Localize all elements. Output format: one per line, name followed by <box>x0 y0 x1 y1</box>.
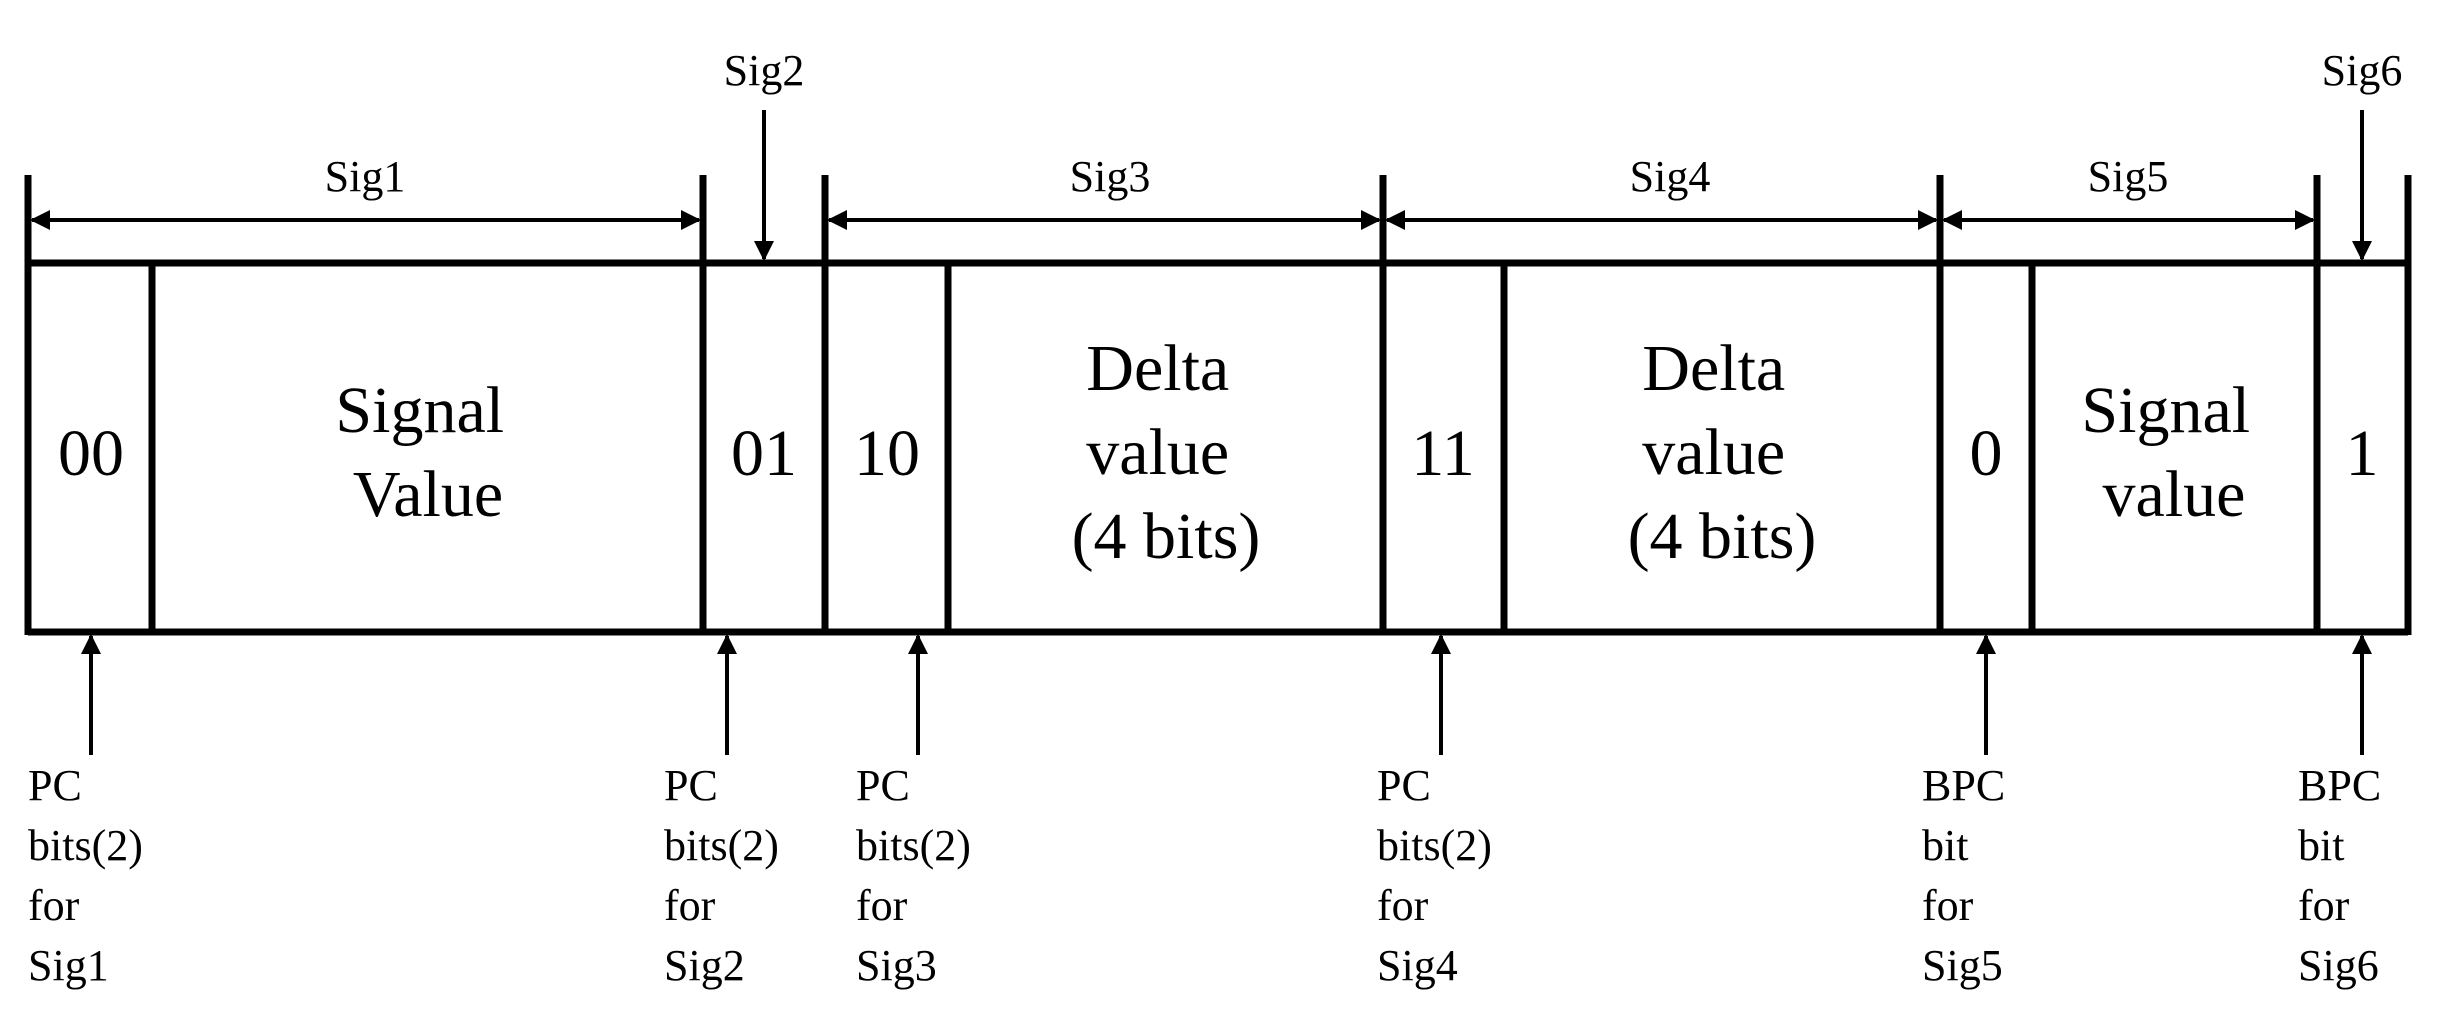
pc-bits-sig1-label: PC bits(2) for Sig1 <box>28 761 154 990</box>
sig1-label: Sig1 <box>325 152 406 201</box>
field-delta-value-1: Delta value (4 bits) <box>1072 332 1261 573</box>
sig6-label: Sig6 <box>2322 46 2403 95</box>
sig4-label: Sig4 <box>1630 152 1711 201</box>
pc-bits-sig2-label: PC bits(2) for Sig2 <box>664 761 790 990</box>
field-11: 11 <box>1411 417 1475 490</box>
bpc-bit-sig6-label: BPC bit for Sig6 <box>2298 761 2392 990</box>
field-0: 0 <box>1970 417 2003 490</box>
sig5-label: Sig5 <box>2088 152 2169 201</box>
pc-bits-sig3-label: PC bits(2) for Sig3 <box>856 761 982 990</box>
sig3-label: Sig3 <box>1070 152 1151 201</box>
bpc-bit-sig5-label: BPC bit for Sig5 <box>1922 761 2016 990</box>
sig2-label: Sig2 <box>724 46 805 95</box>
field-01: 01 <box>731 417 797 490</box>
field-10: 10 <box>854 417 920 490</box>
pc-bits-sig4-label: PC bits(2) for Sig4 <box>1377 761 1503 990</box>
field-delta-value-2: Delta value (4 bits) <box>1628 332 1817 573</box>
bit-frame <box>28 259 2408 636</box>
field-signal-value-1: Signal Value <box>335 374 520 531</box>
bottom-pointer-arrows <box>81 634 2372 755</box>
field-dividers <box>24 175 2412 635</box>
field-signal-value-2: Signal value <box>2081 374 2266 531</box>
field-1: 1 <box>2346 417 2379 490</box>
field-00: 00 <box>58 417 124 490</box>
signal-span-arrows <box>30 110 2372 261</box>
